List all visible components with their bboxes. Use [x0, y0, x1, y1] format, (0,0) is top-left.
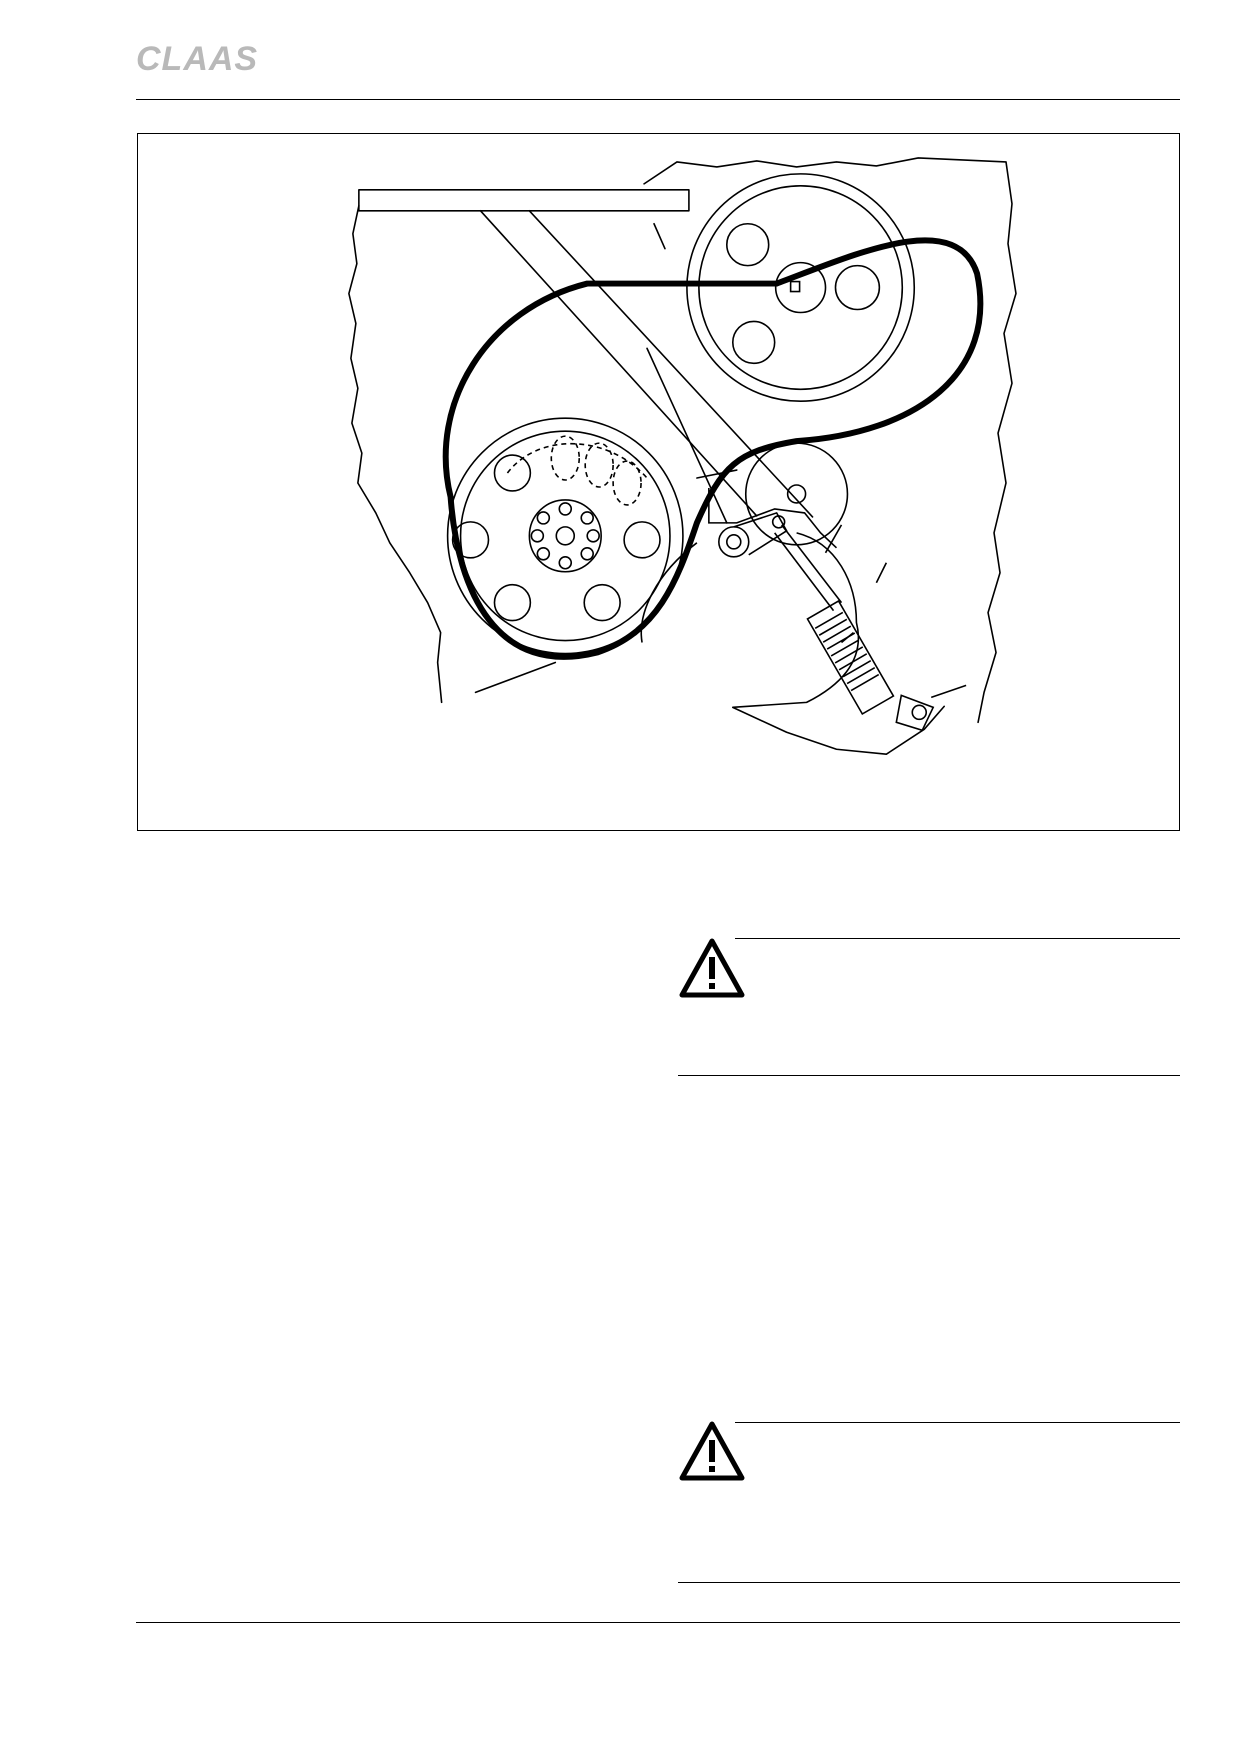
lower-pulley-inner	[459, 430, 671, 642]
frame-member-1	[479, 209, 758, 517]
warning-1-bottom-rule	[678, 1075, 1180, 1076]
claas-logo: CLAAS	[136, 40, 258, 76]
warning-block-2	[678, 1420, 746, 1482]
warning-triangle-icon	[679, 938, 745, 998]
upper-pulley-inner	[698, 185, 904, 391]
tensioner-anchor	[911, 704, 928, 721]
lower-pulley-outer	[446, 417, 684, 655]
panel-torn-edge	[348, 204, 945, 756]
frame-member-5	[474, 661, 557, 694]
drive-belt	[442, 237, 984, 660]
belt-drive-illustration	[348, 157, 1017, 756]
idler-pulley	[744, 442, 849, 546]
warning-triangle-icon	[679, 1421, 745, 1481]
upper-pulley-key	[789, 280, 801, 293]
tensioner-pivot	[718, 526, 750, 558]
tensioner-spring-housing	[806, 599, 895, 716]
tensioner-bracket	[708, 487, 838, 549]
top-bar	[358, 189, 690, 212]
warning-2-top-rule	[735, 1422, 1180, 1423]
figure-frame	[137, 133, 1180, 831]
brand-wordmark: CLAAS	[136, 40, 258, 76]
frame-member-3	[653, 222, 666, 250]
tensioner-spring-coils	[814, 611, 880, 692]
tensioner-rod	[781, 524, 843, 604]
upper-pulley-hub	[774, 261, 827, 314]
warning-2-bottom-rule	[678, 1582, 1180, 1583]
frame-member-4	[646, 347, 728, 524]
footer-rule	[136, 1622, 1180, 1623]
header-rule	[136, 99, 1180, 100]
warning-block-1	[678, 937, 746, 999]
warning-1-top-rule	[735, 938, 1180, 939]
upper-pulley-outer	[686, 173, 916, 403]
frame-member-2	[528, 209, 814, 518]
panel-torn-edge-right	[643, 157, 1017, 724]
lower-pulley-hub	[528, 499, 602, 573]
